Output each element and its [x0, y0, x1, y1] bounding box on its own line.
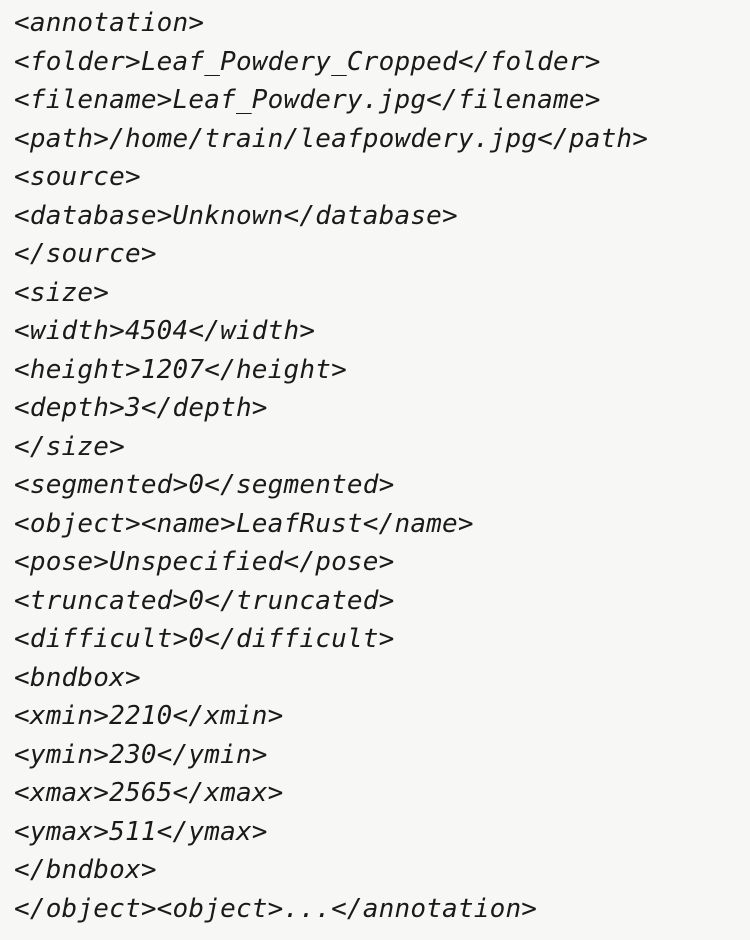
- code-line-annotation-close: </object><object>...</annotation>: [14, 893, 538, 924]
- code-line-bndbox-close: </bndbox>: [14, 855, 157, 885]
- code-line-size-open: <size>: [14, 277, 110, 308]
- code-line-annotation-open: <annotation>: [14, 8, 205, 38]
- code-line-xmin: <xmin>2210</xmin>: [14, 701, 284, 731]
- code-line-segmented: <segmented>0</segmented>: [14, 470, 395, 500]
- code-line-ymin: <ymin>230</ymin>: [14, 739, 268, 770]
- code-line-source-close: </source>: [14, 239, 157, 269]
- code-line-width: <width>4504</width>: [14, 316, 316, 346]
- code-line-source-open: <source>: [14, 162, 141, 192]
- code-line-path: <path>/home/train/leafpowdery.jpg</path>: [14, 123, 649, 154]
- code-line-folder: <folder>Leaf_Powdery_Cropped</folder>: [14, 46, 601, 77]
- code-line-height: <height>1207</height>: [14, 354, 347, 385]
- code-line-object-name: <object><name>LeafRust</name>: [14, 508, 474, 539]
- code-line-bndbox-open: <bndbox>: [14, 662, 141, 693]
- code-line-depth: <depth>3</depth>: [14, 393, 268, 423]
- code-line-filename: <filename>Leaf_Powdery.jpg</filename>: [14, 85, 601, 115]
- code-line-pose: <pose>Unspecified</pose>: [14, 547, 395, 577]
- code-line-database: <database>Unknown</database>: [14, 200, 458, 231]
- code-line-truncated: <truncated>0</truncated>: [14, 585, 395, 616]
- code-line-xmax: <xmax>2565</xmax>: [14, 778, 284, 808]
- code-line-ymax: <ymax>511</ymax>: [14, 816, 268, 847]
- code-line-difficult: <difficult>0</difficult>: [14, 624, 395, 654]
- code-line-size-close: </size>: [14, 431, 125, 462]
